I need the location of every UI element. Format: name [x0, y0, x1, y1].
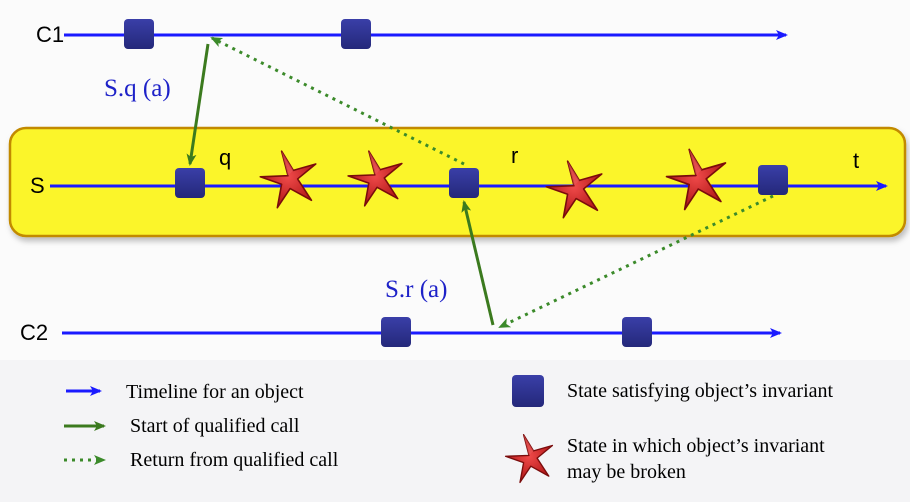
- timeline-s-label: S: [30, 173, 45, 198]
- legend-invariant-broken-line2: may be broken: [567, 461, 686, 483]
- return-arrow-sq: [210, 36, 465, 166]
- call-label-sq: S.q (a): [104, 75, 171, 102]
- state-label-r: r: [511, 143, 518, 168]
- state-label-q: q: [219, 145, 231, 170]
- legend: Timeline for an object Start of qualifie…: [64, 375, 833, 484]
- state-square: [124, 19, 154, 49]
- legend-invariant-broken-line1: State in which object’s invariant: [567, 435, 825, 457]
- state-label-t: t: [853, 148, 859, 173]
- legend-return-call-text: Return from qualified call: [130, 449, 339, 471]
- legend-background: [0, 360, 910, 502]
- state-square: [449, 168, 479, 198]
- timeline-c2-label: C2: [20, 320, 48, 345]
- timeline-c1-label: C1: [36, 22, 64, 47]
- call-arrow-sr: [461, 200, 495, 326]
- legend-invariant-ok-text: State satisfying object’s invariant: [567, 380, 833, 402]
- state-square: [175, 168, 205, 198]
- state-square: [341, 19, 371, 49]
- legend-state-square: [512, 375, 544, 407]
- state-square: [758, 165, 788, 195]
- return-arrow-sr: [498, 194, 774, 329]
- legend-timeline-text: Timeline for an object: [126, 381, 304, 403]
- state-square: [381, 317, 411, 347]
- legend-start-call-text: Start of qualified call: [130, 415, 300, 437]
- state-square: [622, 317, 652, 347]
- call-arrow-sq: [186, 43, 210, 166]
- call-label-sr: S.r (a): [385, 276, 447, 303]
